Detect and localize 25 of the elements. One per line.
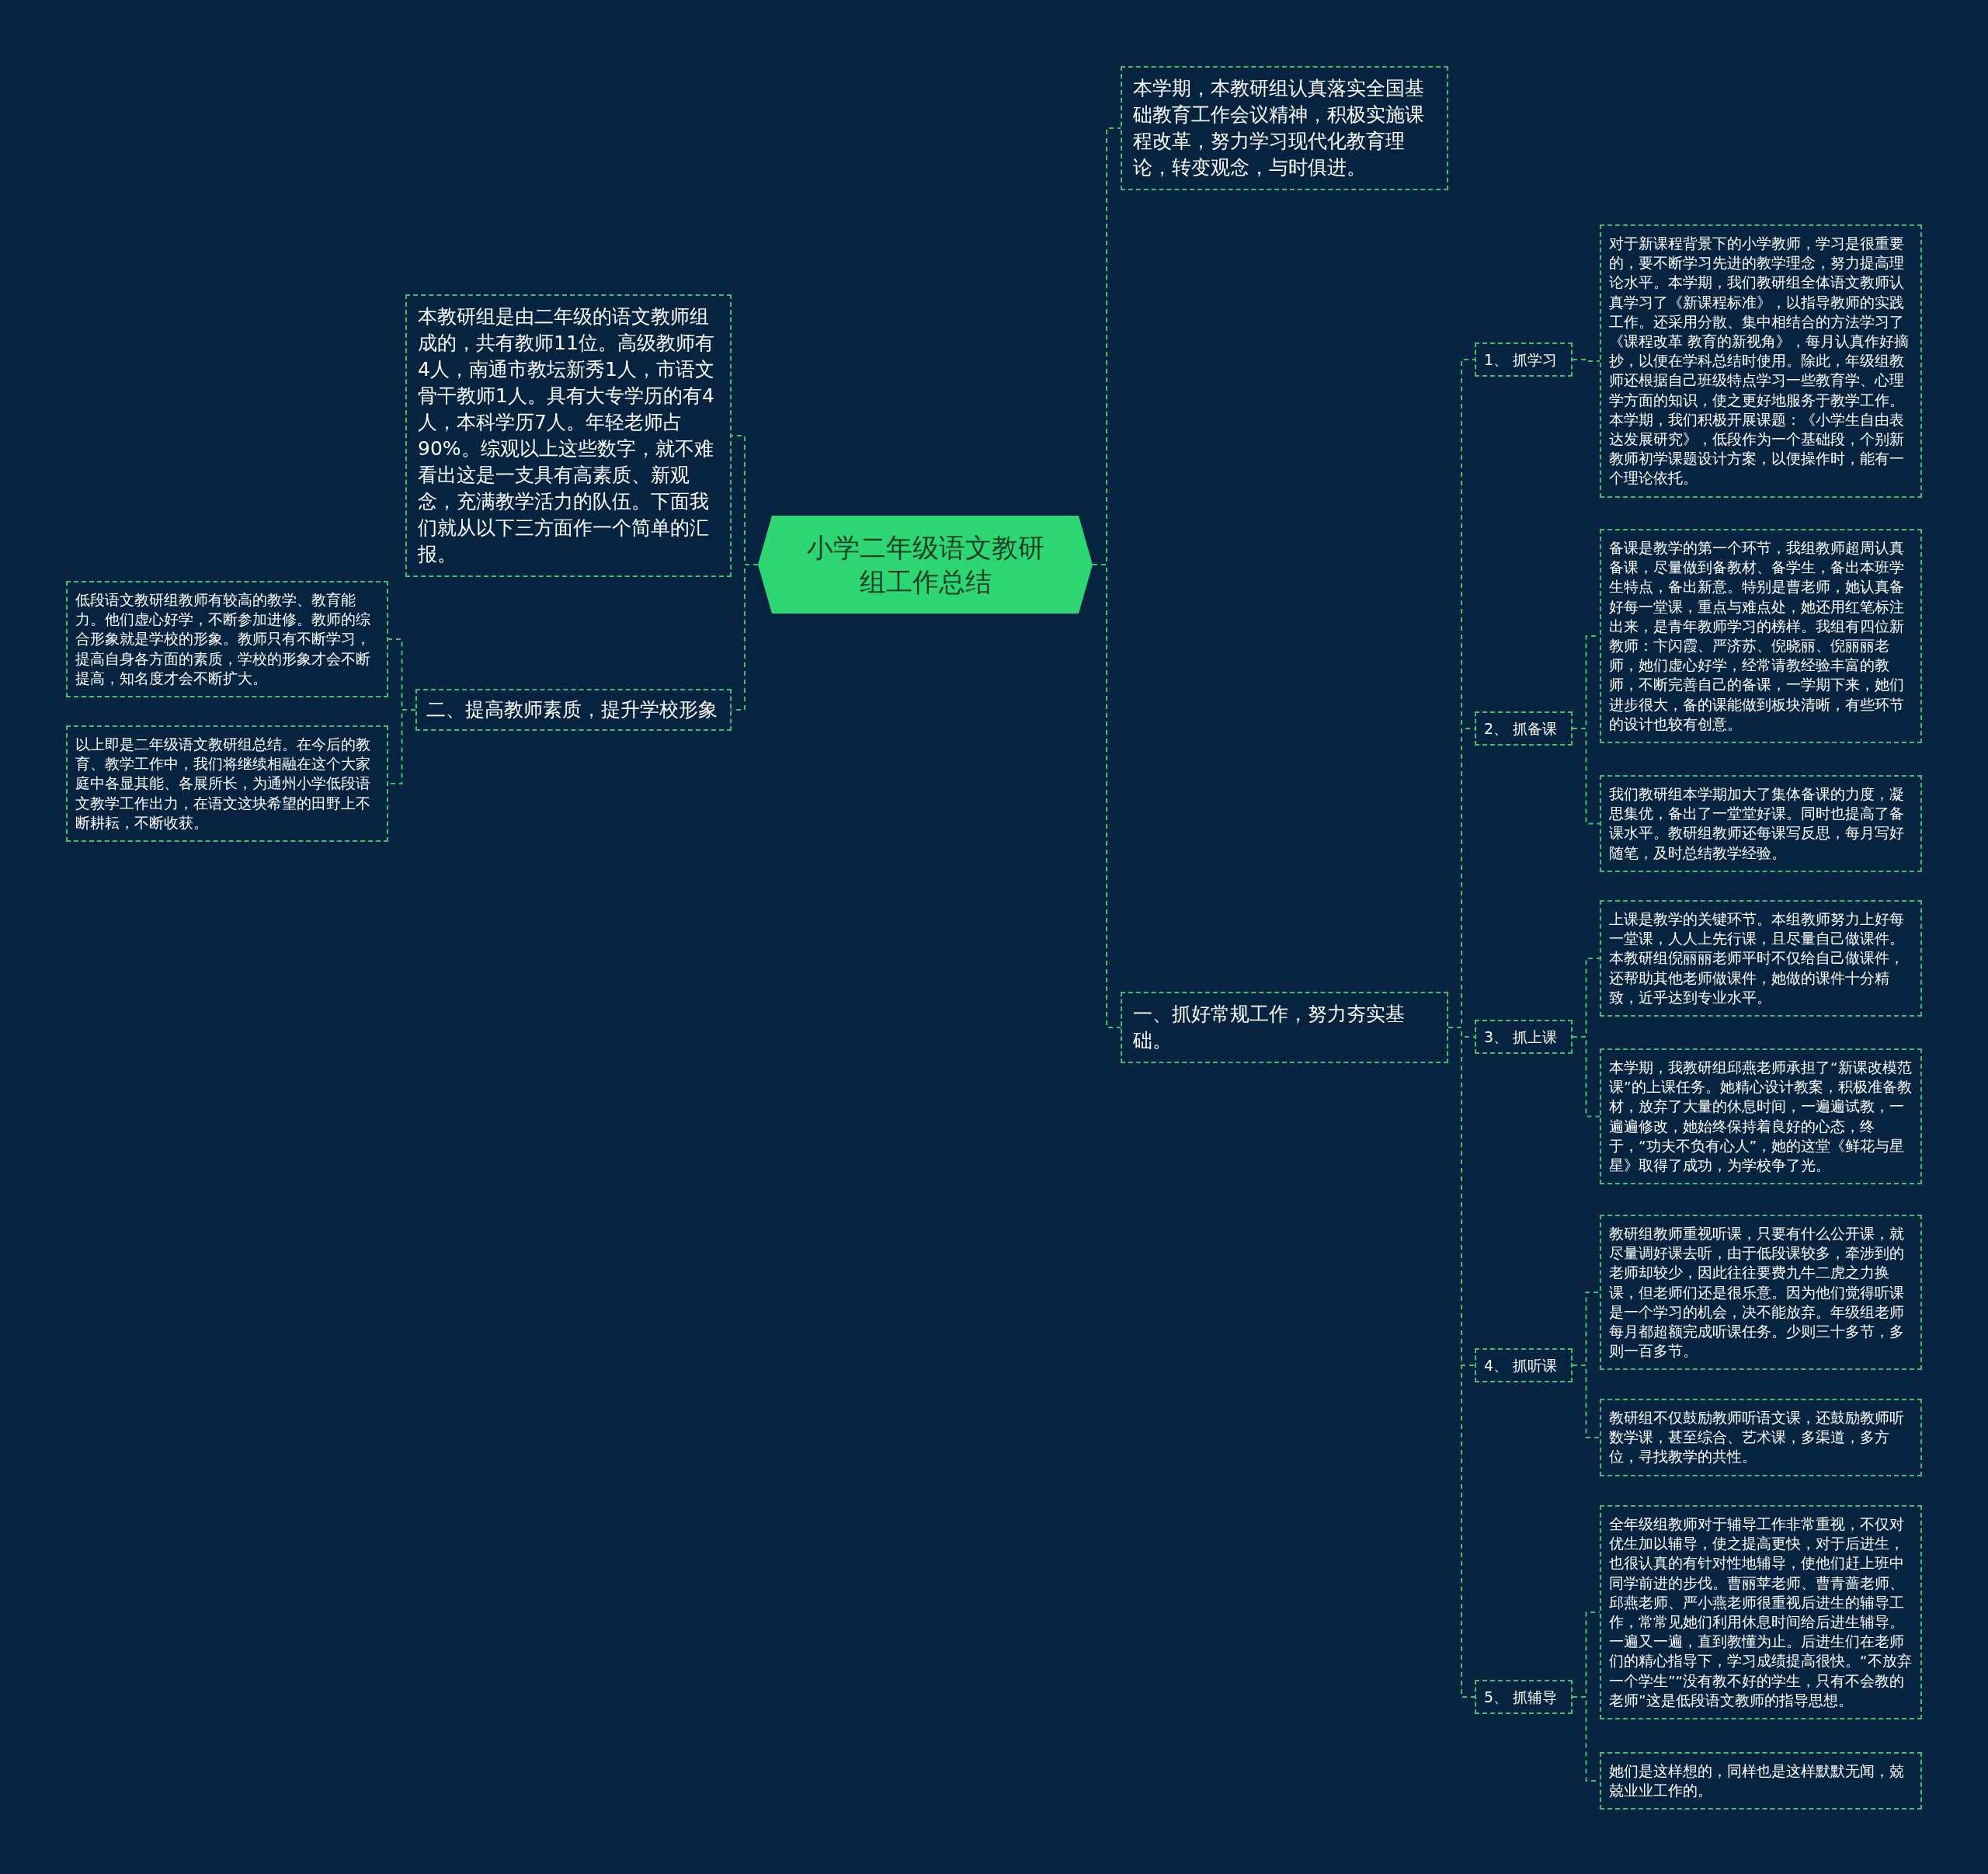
connector xyxy=(1572,728,1600,825)
topic-box: 一、抓好常规工作，努力夯实基础。 xyxy=(1121,992,1448,1063)
connector xyxy=(1572,1036,1600,1118)
note-box: 以上即是二年级语文教研组总结。在今后的教育、教学工作中，我们将继续相融在这个大家庭中各显其能、各展所长，为通州小学低段语文教学工作出力，在语文这块希望的田野上不断耕耘，不断收获。 xyxy=(66,725,388,842)
note-box: 她们是这样想的，同样也是这样默默无闻，兢兢业业工作的。 xyxy=(1600,1752,1922,1810)
connector xyxy=(1572,1365,1600,1438)
note-box: 本学期，本教研组认真落实全国基础教育工作会议精神，积极实施课程改革，努力学习现代化教育理论，转变观念，与时俱进。 xyxy=(1121,66,1448,190)
note-box: 对于新课程背景下的小学教师，学习是很重要的，要不断学习先进的教学理念，努力提高理论水平。本学期，我们教研组全体语文教师认真学习了《新课程标准》，以指导教师的实践工作。还采用分散、集中相结合的方法学习了《课程改革 教育的新视角》，每月认真作好摘抄，以便在学科总结时使用。除此，年级组教师还根据自己班级特点学习一些教育学、心理学方面的知识，使之更好地服务于教学工作。本学期，我们积极开展课题：《小学生自由表达发展研究》，低段作为一个基础段，个别新教师初学课题设计方案，以便操作时，能有一个理论依托。 xyxy=(1600,224,1922,498)
topic-box: 2、 抓备课 xyxy=(1475,711,1573,746)
note-box: 全年级组教师对于辅导工作非常重视，不仅对优生加以辅导，使之提高更快，对于后进生，也很认真的有针对性地辅导，使他们赶上班中同学前进的步伐。曹丽苹老师、曹青蔷老师、邱燕老师、严小燕老师很重视后进生的辅导工作，常常见她们利用休息时间给后进生辅导。一遍又一遍，直到教懂为止。后进生们在老师们的精心指导下，学习成绩提高很快。“不放弃一个学生”“没有教不好的学生，只有不会教的老师”这是低段语文教师的指导思想。 xyxy=(1600,1505,1922,1720)
note-box: 本教研组是由二年级的语文教师组成的，共有教师11位。高级教师有4人，南通市教坛新秀1人，市语文骨干教师1人。具有大专学历的有4人，本科学历7人。年轻老师占90%。综观以上这些数字，就不难看出这是一支具有高素质、新观念，充满教学活力的队伍。下面我们就从以下三方面作一个简单的汇报。 xyxy=(405,294,732,577)
topic-box: 1、 抓学习 xyxy=(1475,342,1573,377)
topic-box: 5、 抓辅导 xyxy=(1475,1680,1573,1714)
note-box: 教研组教师重视听课，只要有什么公开课，就尽量调好课去听，由于低段课较多，牵涉到的老师却较少，因此往往要费九牛二虎之力换课，但老师们还是很乐意。因为他们觉得听课是一个学习的机会，决不能放弃。年级组老师每月都超额完成听课任务。少则三十多节，多则一百多节。 xyxy=(1600,1215,1922,1371)
note-box: 备课是教学的第一个环节，我组教师超周认真备课，尽量做到备教材、备学生，备出本班学生特点，备出新意。特别是曹老师，她认真备好每一堂课，重点与难点处，她还用红笔标注出来，是青年教师学习的榜样。我组有四位新教师：卞闪霞、严济苏、倪晓丽、倪丽丽老师，她们虚心好学，经常请教经验丰富的教师，不断完善自己的备课，一学期下来，她们进步很大，备的课能做到板块清晰，有些环节的设计也较有创意。 xyxy=(1600,529,1922,744)
note-box: 本学期，我教研组邱燕老师承担了“新课改模范课”的上课任务。她精心设计教案，积极准备教材，放弃了大量的休息时间，一遍遍试教，一遍遍修改，她始终保持着良好的心态，终于，“功夫不负有心人”，她的这堂《鲜花与星星》取得了成功，为学校争了光。 xyxy=(1600,1048,1922,1185)
note-box: 上课是教学的关键环节。本组教师努力上好每一堂课，人人上先行课，且尽量自己做课件。本教研组倪丽丽老师平时不仅给自己做课件，还帮助其他老师做课件，她做的课件十分精致，近乎达到专业水平。 xyxy=(1600,900,1922,1017)
central-topic: 小学二年级语文教研组工作总结 xyxy=(758,516,1093,614)
note-box: 教研组不仅鼓励教师听语文课，还鼓励教师听数学课，甚至综合、艺术课，多渠道，多方位，寻找教学的共性。 xyxy=(1600,1399,1922,1476)
topic-box: 4、 抓听课 xyxy=(1475,1348,1573,1382)
connector xyxy=(1572,359,1600,362)
topic-box: 二、提高教师素质，提升学校形象 xyxy=(415,689,732,731)
topic-box: 3、 抓上课 xyxy=(1475,1020,1573,1054)
note-box: 我们教研组本学期加大了集体备课的力度，凝思集优，备出了一堂堂好课。同时也提高了备课水平。教研组教师还每课写反思，每月写好随笔，及时总结教学经验。 xyxy=(1600,775,1922,872)
note-box: 低段语文教研组教师有较高的教学、教育能力。他们虚心好学，不断参加进修。教师的综合形象就是学校的形象。教师只有不断学习，提高自身各方面的素质，学校的形象才会不断提高，知名度才会不断扩大。 xyxy=(66,581,388,697)
